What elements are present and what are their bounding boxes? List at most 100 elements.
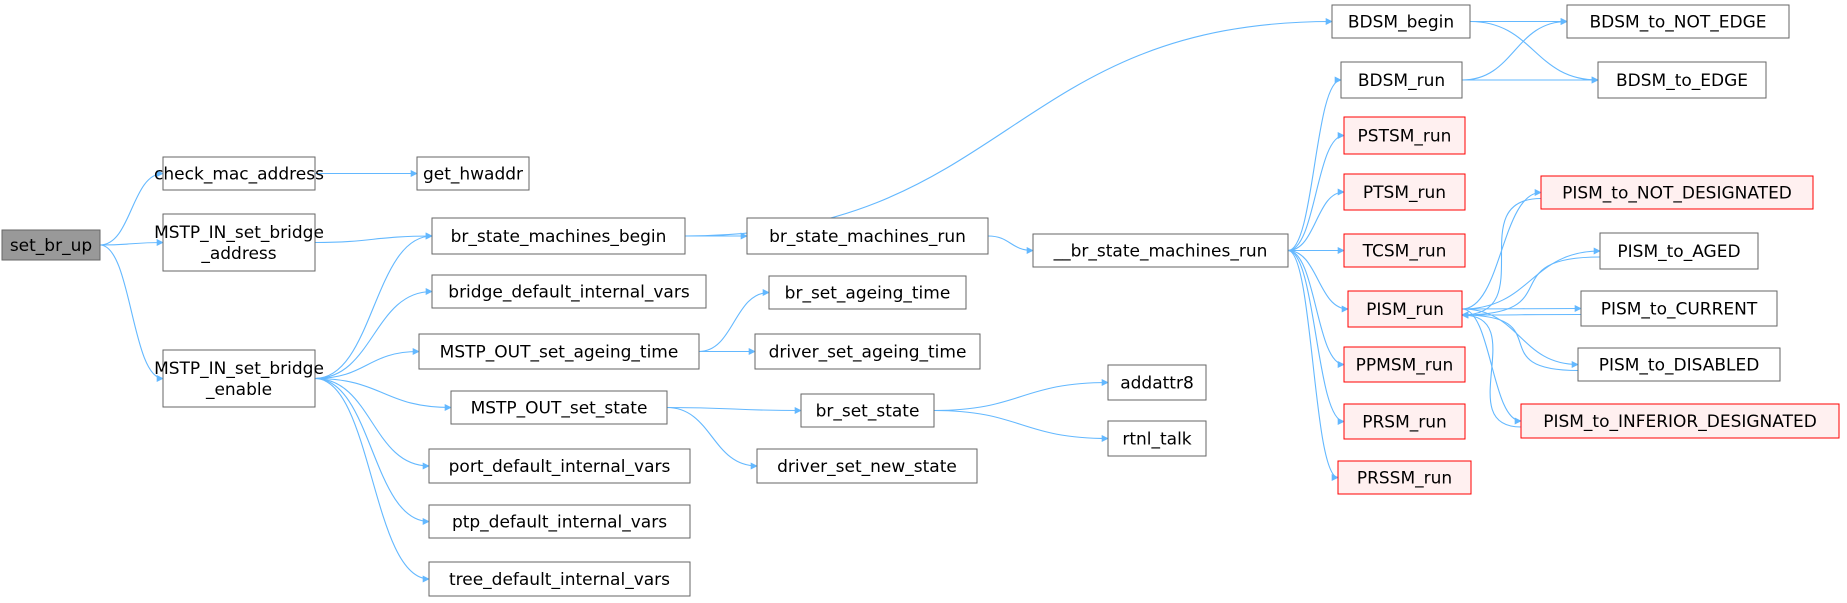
node-__br_state_machines_run[interactable]: __br_state_machines_run <box>1032 233 1289 268</box>
node-label: PISM_to_CURRENT <box>1601 300 1758 320</box>
node-box <box>431 217 686 255</box>
node-box <box>1032 233 1289 268</box>
edge-__br_state_machines_run-to-PSTSM_run <box>1287 132 1345 252</box>
node-bridge_default_internal_vars[interactable]: bridge_default_internal_vars <box>431 274 707 309</box>
node-box <box>1577 347 1781 382</box>
node-box <box>1340 61 1463 99</box>
node-BDSM_to_NOT_EDGE[interactable]: BDSM_to_NOT_EDGE <box>1566 4 1790 39</box>
node-PISM_to_CURRENT[interactable]: PISM_to_CURRENT <box>1580 290 1778 327</box>
node-box <box>1597 61 1767 99</box>
node-set_br_up[interactable]: set_br_up <box>1 229 101 261</box>
node-box <box>1107 364 1207 401</box>
node-PISM_to_INFERIOR_DESIGNATED[interactable]: PISM_to_INFERIOR_DESIGNATED <box>1520 403 1840 439</box>
node-MSTP_IN_set_bridge_enable[interactable]: MSTP_IN_set_bridge_enable <box>154 349 324 408</box>
node-box <box>1580 290 1778 327</box>
node-label: PISM_to_INFERIOR_DESIGNATED <box>1543 412 1817 432</box>
edges-layer <box>99 18 1601 583</box>
node-tree_default_internal_vars[interactable]: tree_default_internal_vars <box>428 561 691 597</box>
edge-MSTP_IN_set_bridge_enable-to-br_state_machines_begin <box>314 232 433 380</box>
node-label: PISM_run <box>1366 300 1444 320</box>
edge-__br_state_machines_run-to-PISM_run <box>1287 249 1349 313</box>
node-check_mac_address[interactable]: check_mac_address <box>154 156 324 191</box>
node-PPMSM_run[interactable]: PPMSM_run <box>1343 346 1466 383</box>
node-label: BDSM_run <box>1358 71 1445 91</box>
node-box <box>162 156 316 191</box>
node-box <box>431 274 707 309</box>
node-label: get_hwaddr <box>423 165 523 185</box>
node-rtnl_talk[interactable]: rtnl_talk <box>1107 420 1207 457</box>
node-br_set_ageing_time[interactable]: br_set_ageing_time <box>768 275 967 310</box>
node-PRSM_run[interactable]: PRSM_run <box>1343 403 1466 440</box>
node-box <box>428 504 691 539</box>
node-br_set_state[interactable]: br_set_state <box>800 393 935 428</box>
node-addattr8[interactable]: addattr8 <box>1107 364 1207 401</box>
node-label: PRSSM_run <box>1357 469 1452 489</box>
node-label: PISM_to_DISABLED <box>1599 356 1760 376</box>
node-TCSM_run[interactable]: TCSM_run <box>1343 233 1466 268</box>
node-box <box>162 349 316 408</box>
node-port_default_internal_vars[interactable]: port_default_internal_vars <box>428 448 691 484</box>
edge-PISM_run-to-PISM_to_AGED <box>1461 247 1601 310</box>
node-label: br_set_ageing_time <box>785 284 951 304</box>
node-box <box>162 213 316 272</box>
node-MSTP_OUT_set_state[interactable]: MSTP_OUT_set_state <box>450 390 668 425</box>
node-label: BDSM_to_EDGE <box>1616 71 1748 91</box>
node-PTSM_run[interactable]: PTSM_run <box>1343 173 1466 211</box>
edge-PISM_to_NOT_DESIGNATED-to-PISM_run <box>1461 197 1542 319</box>
node-driver_set_ageing_time[interactable]: driver_set_ageing_time <box>754 333 981 370</box>
node-MSTP_OUT_set_ageing_time[interactable]: MSTP_OUT_set_ageing_time <box>418 333 700 370</box>
node-label: _address <box>200 244 276 264</box>
node-box <box>754 333 981 370</box>
node-box <box>450 390 668 425</box>
node-PISM_to_NOT_DESIGNATED[interactable]: PISM_to_NOT_DESIGNATED <box>1540 175 1814 210</box>
node-box <box>1520 403 1840 439</box>
node-box <box>428 448 691 484</box>
edge-br_state_machines_run-to-__br_state_machines_run <box>987 235 1034 254</box>
nodes-layer: set_br_up check_mac_address get_hwaddrMSTP… <box>1 4 1840 597</box>
node-get_hwaddr[interactable]: get_hwaddr <box>416 156 530 191</box>
node-label: PRSM_run <box>1362 413 1447 433</box>
node-box <box>1331 4 1471 39</box>
edge-br_set_state-to-rtnl_talk <box>933 409 1109 442</box>
edge-BDSM_begin-to-BDSM_to_EDGE <box>1469 20 1599 84</box>
node-label: __br_state_machines_run <box>1053 242 1268 262</box>
edge-PISM_to_AGED-to-PISM_run <box>1461 256 1601 319</box>
node-driver_set_new_state[interactable]: driver_set_new_state <box>756 448 978 484</box>
node-box <box>1599 232 1759 270</box>
edge-__br_state_machines_run-to-PRSSM_run <box>1287 249 1339 481</box>
node-box <box>1343 116 1466 155</box>
node-box <box>1343 403 1466 440</box>
node-BDSM_begin[interactable]: BDSM_begin <box>1331 4 1471 39</box>
edge-MSTP_OUT_set_ageing_time-to-br_set_ageing_time <box>698 289 770 353</box>
node-PRSSM_run[interactable]: PRSSM_run <box>1337 460 1472 495</box>
node-PSTSM_run[interactable]: PSTSM_run <box>1343 116 1466 155</box>
edge-PISM_to_INFERIOR_DESIGNATED-to-PISM_run <box>1461 311 1522 428</box>
edge-__br_state_machines_run-to-PTSM_run <box>1287 188 1345 252</box>
edge-MSTP_IN_set_bridge_enable-to-tree_default_internal_vars <box>314 377 430 583</box>
node-label: _enable <box>205 380 272 400</box>
edge-set_br_up-to-MSTP_IN_set_bridge_enable <box>99 244 164 382</box>
node-label: bridge_default_internal_vars <box>448 283 690 303</box>
node-box <box>746 217 989 255</box>
node-label: driver_set_new_state <box>777 457 957 477</box>
node-br_state_machines_run[interactable]: br_state_machines_run <box>746 217 989 255</box>
node-BDSM_run[interactable]: BDSM_run <box>1340 61 1463 99</box>
node-box <box>1343 346 1466 383</box>
node-label: TCSM_run <box>1362 242 1447 262</box>
node-box <box>1107 420 1207 457</box>
edge-MSTP_OUT_set_state-to-driver_set_new_state <box>666 406 758 470</box>
node-label: ptp_default_internal_vars <box>452 513 667 533</box>
node-MSTP_IN_set_bridge_address[interactable]: MSTP_IN_set_bridge_address <box>154 213 324 272</box>
node-label: MSTP_IN_set_bridge <box>154 223 324 243</box>
edge-__br_state_machines_run-to-PPMSM_run <box>1287 249 1345 368</box>
node-PISM_to_DISABLED[interactable]: PISM_to_DISABLED <box>1577 347 1781 382</box>
node-label: rtnl_talk <box>1122 430 1191 450</box>
node-PISM_run[interactable]: PISM_run <box>1347 290 1463 328</box>
edge-br_state_machines_begin-to-BDSM_begin <box>684 18 1333 237</box>
node-PISM_to_AGED[interactable]: PISM_to_AGED <box>1599 232 1759 270</box>
node-br_state_machines_begin[interactable]: br_state_machines_begin <box>431 217 686 255</box>
node-ptp_default_internal_vars[interactable]: ptp_default_internal_vars <box>428 504 691 539</box>
node-box <box>768 275 967 310</box>
node-BDSM_to_EDGE[interactable]: BDSM_to_EDGE <box>1597 61 1767 99</box>
edge-MSTP_IN_set_bridge_enable-to-MSTP_OUT_set_ageing_time <box>314 348 420 380</box>
